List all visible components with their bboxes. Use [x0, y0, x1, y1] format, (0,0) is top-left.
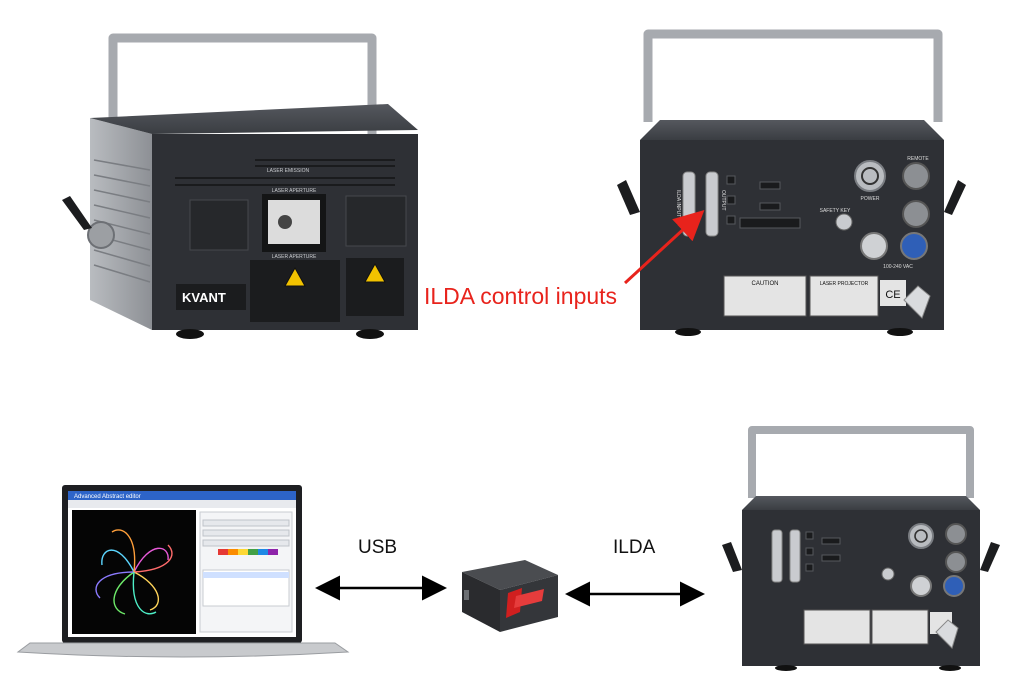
rear-projector-large: CAUTION LASER PROJECTOR CE 100-240 VAC P…	[617, 29, 966, 336]
caution-text: CAUTION	[752, 281, 779, 287]
ilda-callout-arrow	[623, 209, 705, 285]
ilda-input-port-text: ILDA INPUT	[675, 190, 681, 217]
voltage-text: 100-240 VAC	[883, 264, 913, 270]
software-title: Advanced Abstract editor	[74, 494, 141, 500]
ilda-control-inputs-label: ILDA control inputs	[424, 283, 618, 309]
laser-projector-text: LASER PROJECTOR	[820, 281, 869, 287]
aperture-bottom-text: LASER APERTURE	[272, 254, 317, 260]
emission-text: LASER EMISSION	[267, 168, 310, 174]
front-projector: LASER EMISSION LASER APERTURE LASER APER…	[62, 33, 418, 339]
power-text: POWER	[861, 196, 880, 202]
safety-key-text: SAFETY KEY	[820, 208, 851, 214]
laptop: Advanced Abstract editor	[16, 485, 350, 658]
ilda-label: ILDA	[613, 537, 656, 558]
output-port-text: OUTPUT	[720, 190, 726, 211]
rear-projector-small	[722, 426, 1000, 671]
ce-mark: CE	[885, 289, 900, 301]
remote-text: REMOTE	[907, 156, 929, 162]
brand-logo-text: KVANT	[182, 290, 226, 305]
laser-pattern	[95, 529, 173, 615]
ilda-interface-box	[462, 560, 558, 632]
usb-label: USB	[358, 537, 398, 558]
aperture-top-text: LASER APERTURE	[272, 188, 317, 194]
